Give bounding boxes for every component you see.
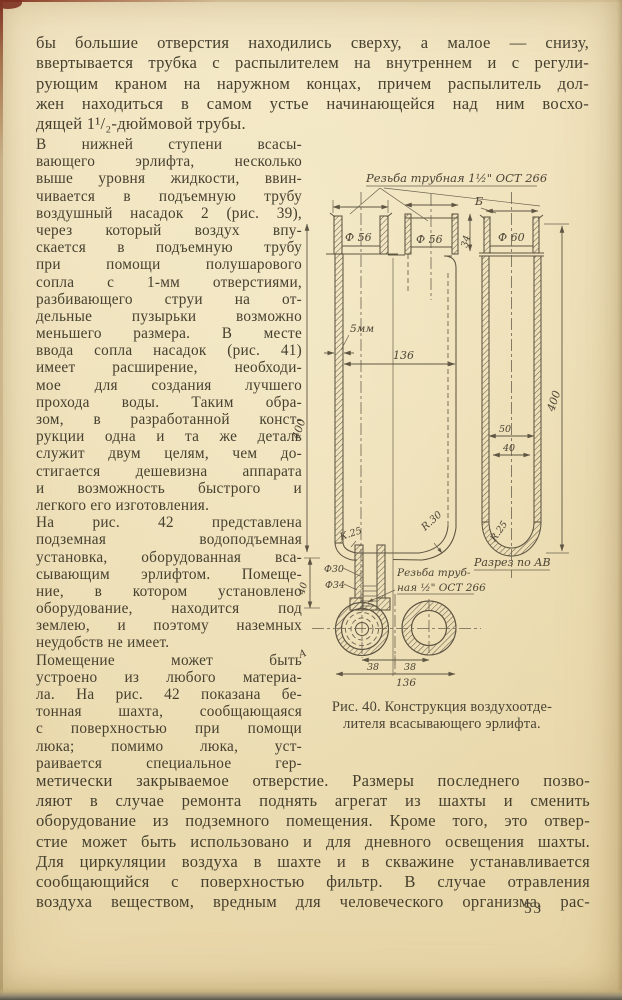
left-column: В нижней ступени всасы-вающего эрлифта, …: [36, 136, 302, 772]
caption-line-1: Рис. 40. Конструкция воздухоотде-: [331, 699, 553, 715]
text-line: Для циркуляции воздуха в шахте и в скваж…: [36, 851, 590, 871]
text-line: выше уровня жидкости, ввин-: [36, 170, 302, 188]
text-line: установка, оборудованная вса-: [36, 548, 302, 566]
text-line: дящей 1¹/₂-дюймовой трубы.: [36, 114, 246, 134]
label-dim-136-bottom: 136: [396, 677, 416, 689]
label-a: А: [296, 648, 308, 661]
text-line: ла. На рис. 42 показана бе-: [36, 686, 302, 703]
label-dia-34: Ф34: [325, 580, 345, 591]
label-section-ab: Разрез по АВ: [473, 556, 551, 569]
text-line: На рис. 42 представлена: [36, 514, 302, 532]
text-line: скается в подъемную трубу: [36, 239, 302, 257]
text-line: и возможность быстрого и: [36, 479, 302, 497]
figure-caption: Рис. 40. Конструкция воздухоотде- лителя…: [296, 699, 588, 732]
text-line: ввертывается трубка с распылителем на вн…: [36, 53, 589, 73]
column-paragraph-1: В нижней ступени всасы-вающего эрлифта, …: [36, 136, 302, 514]
label-wall-5mm: 5мм: [350, 323, 374, 335]
text-line: служит двум целям, чем до-: [36, 445, 302, 463]
text-line: сообщающийся с поверхностью фильтр. В сл…: [36, 872, 590, 892]
text-line: бы большие отверстия находились сверху, …: [36, 33, 589, 52]
text-line: воздушный насадок 2 (рис. 39),: [36, 204, 302, 222]
text-line: прохода воды. Таким обра-: [36, 393, 302, 411]
label-dim-40-inner: 40: [502, 443, 515, 454]
text-line: при помощи полушарового: [36, 256, 302, 274]
text-line: зом, в разработанной конст-: [36, 411, 302, 428]
page-left-edge: [0, 0, 3, 1000]
label-dia-56-mid: Ф 56: [416, 233, 443, 246]
text-line: устроено из любого материа-: [36, 668, 302, 686]
text-line: сопла с 1-мм отверстиями,: [36, 273, 302, 291]
text-line: чивается в подъемную трубу: [36, 187, 302, 205]
text-line: сывающим эрлифтом. Помеще-: [36, 565, 302, 583]
page-right-edge: [617, 0, 622, 1000]
text-line: с поверхностью при помощи: [36, 720, 302, 738]
label-r30: R.30: [419, 509, 445, 534]
figure-40-drawing: Резьба трубная 1½" ОСТ 266 400 Ф 56 Ф 56: [293, 171, 569, 689]
label-dim-400-left: 400: [293, 417, 308, 442]
bottom-paragraph: метически закрываемое отверстие. Размеры…: [36, 771, 590, 912]
text-line: тонная шахта, сообщающаяся: [36, 703, 302, 721]
text-line: рующим краном на наружном концах, причем…: [36, 73, 589, 93]
text-line: неудобств не имеет.: [36, 634, 170, 652]
label-dim-50: 50: [499, 424, 511, 435]
top-paragraph-lines: бы большие отверстия находились сверху, …: [36, 33, 589, 114]
page-bottom-edge: [0, 988, 622, 1000]
label-thread-bottom-2: ная ½" ОСТ 266: [397, 582, 486, 594]
text-line: люка; помимо люка, уст-: [36, 737, 302, 755]
label-b: Б: [474, 195, 483, 208]
text-line: оборудование, находится под: [36, 600, 302, 618]
text-line: ние, в котором установлено: [36, 582, 302, 600]
text-line: рукции одна и та же деталь: [36, 428, 302, 446]
label-dim-136: 136: [393, 349, 414, 362]
caption-line-2: лителя всасывающего эрлифта.: [343, 715, 541, 732]
text-line: легкого его изготовления.: [36, 496, 210, 514]
text-line: имеет расширение, необходи-: [36, 359, 302, 377]
text-line: жен находиться в самом устье начинающейс…: [36, 93, 589, 113]
label-thread-bottom-1: Резьба труб-: [396, 567, 471, 579]
text-line: разбивающего струи на от-: [36, 290, 302, 308]
page-number: 53: [524, 900, 543, 917]
page-corner-shadow: [0, 0, 22, 9]
label-dim-34: 34: [459, 234, 473, 249]
label-thread-top: Резьба трубная 1½" ОСТ 266: [365, 171, 547, 185]
label-dim-38-left: 38: [367, 662, 379, 673]
text-line: мое для создания лучшего: [36, 376, 302, 394]
text-line: Помещение может быть: [36, 651, 302, 669]
text-line: через который воздух впу-: [36, 221, 302, 239]
text-line: метически закрываемое отверстие. Размеры…: [36, 771, 590, 790]
top-paragraph: бы большие отверстия находились сверху, …: [36, 33, 589, 134]
label-dim-40-vert: 40: [296, 581, 310, 596]
text-line: В нижней ступени всасы-: [36, 136, 302, 153]
text-line: меньшего размера. В месте: [36, 325, 302, 343]
text-line: землею, и поэтому наземных: [36, 617, 302, 635]
text-line: вающего эрлифта, несколько: [36, 153, 302, 171]
text-line: раивается специальное гер-: [36, 754, 302, 772]
page-top-edge: [0, 0, 622, 2]
label-dia-56-left: Ф 56: [345, 231, 372, 244]
bottom-paragraph-lines: метически закрываемое отверстие. Размеры…: [36, 771, 590, 912]
text-line: подземная водоподъемная: [36, 531, 302, 549]
label-dia-30: Ф30: [324, 564, 344, 575]
text-line: стие может быть использовано и для дневн…: [36, 831, 590, 851]
label-dim-38-right: 38: [404, 662, 416, 673]
text-line: воздуха веществом, вредным для человечес…: [36, 892, 590, 912]
text-line: ввода сопла насадок (рис. 41): [36, 342, 302, 360]
text-line: стигается дешевизна аппарата: [36, 462, 302, 480]
text-line: дельные пузырьки возможно: [36, 307, 302, 325]
text-line: оборудование из подземного помещения. Кр…: [36, 811, 590, 831]
label-dim-400-right: 400: [544, 389, 563, 414]
text-line: ляют в случае ремонта поднять агрегат из…: [36, 791, 590, 811]
paragraph-lines: В нижней ступени всасы-вающего эрлифта, …: [36, 136, 302, 497]
